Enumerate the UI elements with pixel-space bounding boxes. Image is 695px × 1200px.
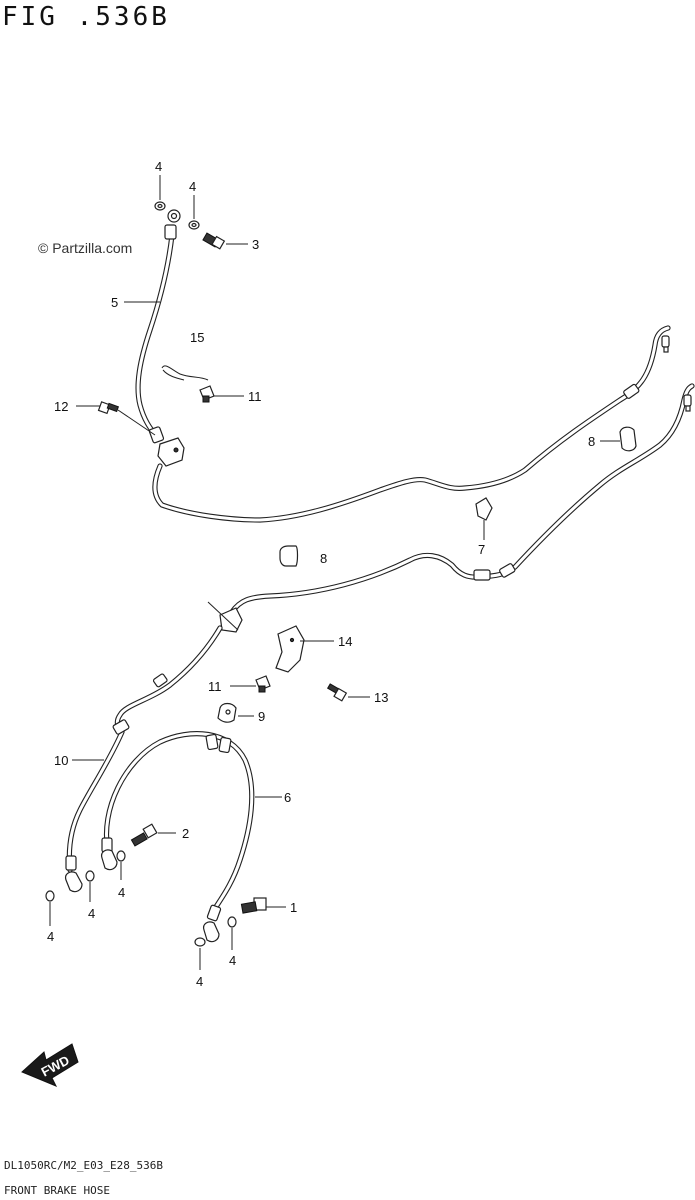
callout-3: 3 (252, 237, 259, 252)
callout-1: 1 (290, 900, 297, 915)
callout-4: 4 (229, 953, 236, 968)
callout-4: 4 (47, 929, 54, 944)
diagram-caption: FRONT BRAKE HOSE (4, 1184, 110, 1197)
bolt-11-upper[interactable] (199, 385, 244, 403)
callout-15: 15 (190, 330, 204, 345)
brake-pipe-upper[interactable] (152, 325, 671, 523)
callout-11: 11 (208, 679, 222, 694)
callout-9: 9 (258, 709, 265, 724)
clamp-8-lower[interactable] (279, 545, 299, 567)
clip-7[interactable] (475, 497, 493, 540)
callout-4: 4 (189, 179, 196, 194)
bolt-12[interactable] (76, 401, 156, 436)
clamp-15[interactable] (161, 365, 209, 381)
brake-hose-5[interactable] (135, 209, 181, 444)
callout-4: 4 (118, 885, 125, 900)
callout-12: 12 (54, 399, 68, 414)
callout-5: 5 (111, 295, 118, 310)
union-bolt-1[interactable] (240, 897, 286, 914)
callout-10: 10 (54, 753, 68, 768)
callout-8: 8 (320, 551, 327, 566)
bolt-11-lower[interactable] (230, 675, 271, 693)
callout-4: 4 (196, 974, 203, 989)
bracket-14[interactable] (275, 625, 334, 673)
washer-4-mid-b[interactable] (85, 870, 95, 882)
callout-7: 7 (478, 542, 485, 557)
junction-block-upper[interactable] (157, 437, 185, 467)
washer-4-mid-a[interactable] (116, 850, 126, 862)
clamp-8-upper[interactable] (600, 426, 637, 452)
washer-4-left[interactable] (45, 890, 55, 902)
callout-8: 8 (588, 434, 595, 449)
callout-2: 2 (182, 826, 189, 841)
figure-title: FIG .536B (2, 2, 170, 32)
model-code: DL1050RC/M2_E03_E28_536B (4, 1159, 163, 1172)
bolt-13[interactable] (326, 683, 370, 702)
callout-11: 11 (248, 389, 262, 404)
callout-4: 4 (88, 906, 95, 921)
callout-4: 4 (155, 159, 162, 174)
watermark: © Partzilla.com (38, 240, 133, 256)
brake-hose-6[interactable] (101, 731, 255, 943)
clip-9[interactable] (217, 702, 254, 723)
washer-4-lower-b[interactable] (194, 937, 206, 947)
fwd-arrow: FWD (21, 1043, 79, 1087)
brake-hose-10[interactable] (65, 625, 223, 893)
callout-6: 6 (284, 790, 291, 805)
union-bolt-2[interactable] (130, 823, 176, 847)
washer-4-lower-a[interactable] (227, 916, 237, 928)
union-bolt-3[interactable] (202, 232, 248, 250)
callout-14: 14 (338, 634, 352, 649)
callout-13: 13 (374, 690, 388, 705)
brake-pipe-lower[interactable] (229, 383, 695, 615)
